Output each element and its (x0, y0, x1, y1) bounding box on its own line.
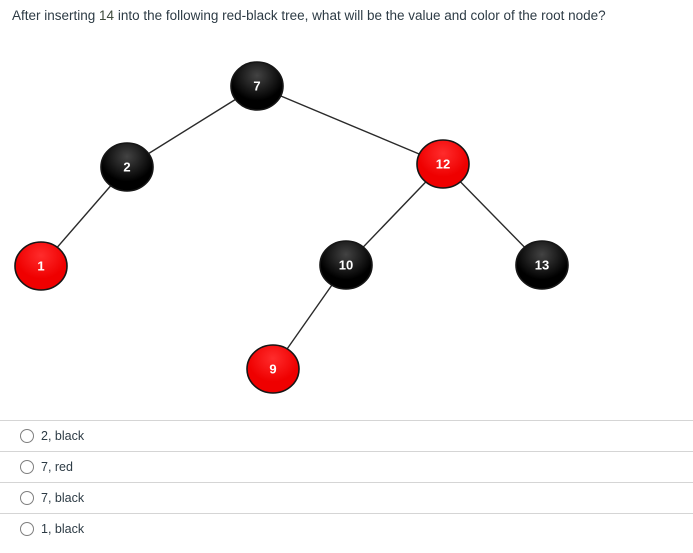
red-black-tree-diagram: 7 2 12 1 10 13 9 (14, 61, 569, 394)
question-suffix: into the following red-black tree, what … (114, 8, 606, 23)
option-label[interactable]: 1, black (41, 522, 85, 536)
tree-node-2-black (100, 142, 154, 192)
answer-options: 2, black 7, red 7, black 1, black (0, 420, 693, 544)
answer-option-2: 7, red (0, 451, 693, 482)
answer-option-4: 1, black (0, 513, 693, 544)
tree-node-label: 9 (269, 361, 276, 376)
radio-button[interactable] (20, 491, 34, 505)
question-prefix: After inserting (12, 8, 100, 23)
option-label[interactable]: 2, black (41, 429, 85, 443)
tree-node-label: 1 (37, 258, 44, 273)
answer-option-3: 7, black (0, 482, 693, 513)
radio-button[interactable] (20, 460, 34, 474)
radio-button[interactable] (20, 429, 34, 443)
answer-option-1: 2, black (0, 420, 693, 451)
tree-node-7-black (230, 61, 284, 111)
tree-node-12-red (416, 139, 470, 189)
tree-node-label: 13 (535, 257, 549, 272)
option-label[interactable]: 7, black (41, 491, 85, 505)
tree-node-label: 7 (253, 78, 260, 93)
radio-button[interactable] (20, 522, 34, 536)
tree-edge (256, 85, 444, 165)
tree-node-10-black (319, 240, 373, 290)
tree-node-label: 10 (339, 257, 353, 272)
question-text: After inserting 14 into the following re… (12, 7, 683, 25)
inserted-value: 14 (99, 8, 115, 23)
tree-node-13-black (515, 240, 569, 290)
option-label[interactable]: 7, red (41, 460, 73, 474)
tree-node-label: 2 (123, 159, 130, 174)
tree-node-1-red (14, 241, 68, 291)
tree-node-label: 12 (436, 156, 450, 171)
tree-node-9-red (246, 344, 300, 394)
